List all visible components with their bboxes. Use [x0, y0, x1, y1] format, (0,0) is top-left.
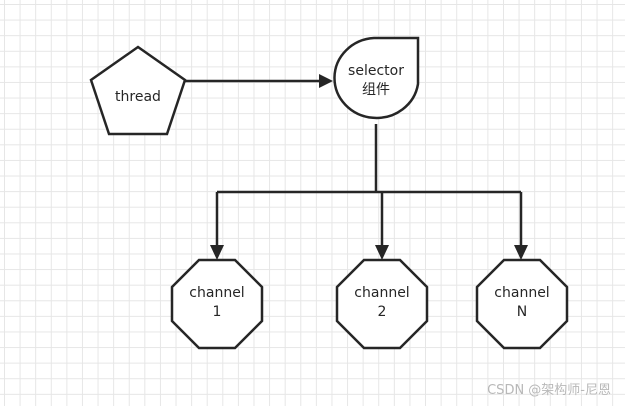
selector-label: selector 组件 — [334, 62, 418, 100]
watermark-text: CSDN @架构师-尼恩 — [487, 383, 611, 398]
channel-1-label-line1: channel — [189, 285, 245, 301]
edge-selector-bus — [217, 124, 521, 194]
channel-2-label-line2: 2 — [377, 304, 387, 320]
selector-label-line1: selector — [348, 63, 404, 79]
channel-n-label-line1: channel — [494, 285, 550, 301]
arrowhead-channel-n — [514, 245, 528, 260]
channel-2-label: channel 2 — [337, 284, 427, 322]
thread-label: thread — [115, 89, 161, 105]
selector-node-shape[interactable] — [333, 36, 420, 120]
channel-n-node-shape[interactable] — [475, 258, 569, 350]
channel-n-label-line2: N — [516, 304, 528, 320]
channel-1-label-line2: 1 — [212, 304, 222, 320]
channel-1-node-shape[interactable] — [170, 258, 264, 350]
channel-2-node-shape[interactable] — [335, 258, 429, 350]
selector-label-line2: 组件 — [362, 82, 390, 98]
arrowhead-channel-1 — [210, 245, 224, 260]
thread-node-shape[interactable] — [89, 45, 187, 136]
channel-n-label: channel N — [477, 284, 567, 322]
arrowhead-selector — [319, 74, 333, 88]
arrowhead-channel-2 — [375, 245, 389, 260]
channel-1-label: channel 1 — [172, 284, 262, 322]
channel-2-label-line1: channel — [354, 285, 410, 301]
